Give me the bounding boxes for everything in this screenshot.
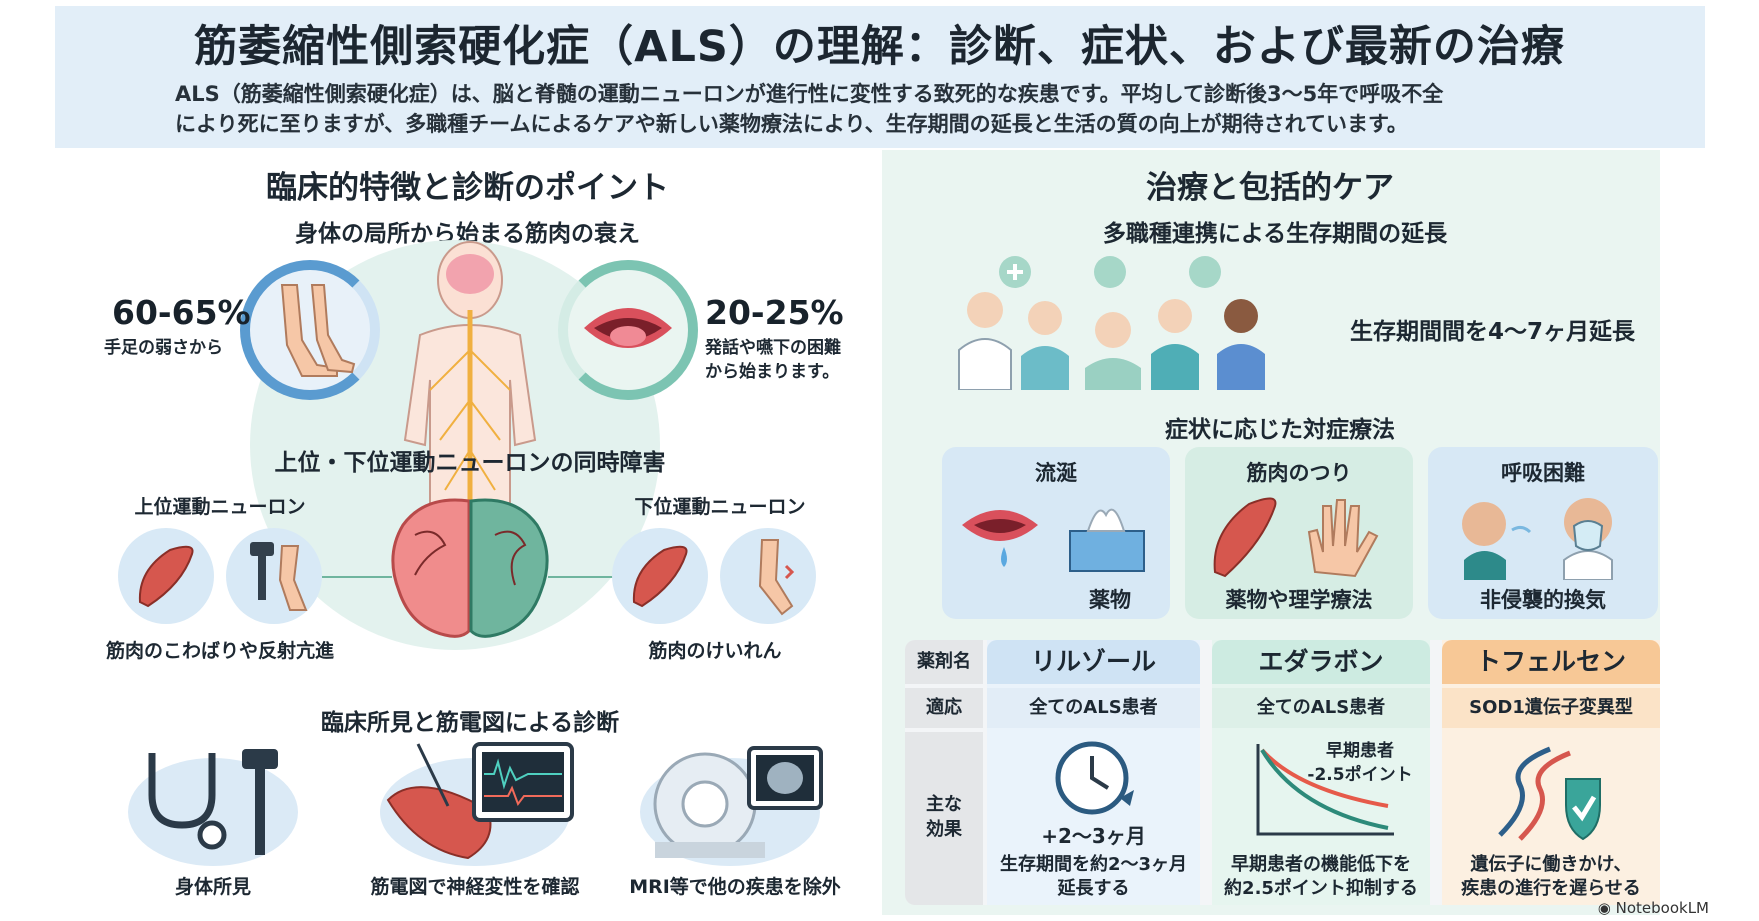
page-title: 筋萎縮性側索硬化症（ALS）の理解：診断、症状、および最新の治療: [194, 22, 1565, 72]
clock-icon: [1055, 741, 1134, 815]
team-effect: 生存期間間を4〜7ヶ月延長: [1350, 319, 1636, 345]
reflex-hammer-knee-icon: [250, 542, 308, 611]
card-breathing-title: 呼吸困難: [1501, 461, 1585, 485]
row-label-effect-2: 効果: [926, 819, 962, 840]
row-label-effect: [905, 732, 983, 905]
muscle-icon: [138, 545, 194, 608]
care-team-illustration: [958, 256, 1265, 390]
drug-effect-line2-riluzole: 延長する: [1057, 878, 1130, 899]
lower-neuron-caption: 筋肉のけいれん: [648, 640, 782, 662]
ventilation-mask-icon: [1462, 498, 1613, 580]
upper-neuron-caption: 筋肉のこわばりや反射亢進: [105, 640, 334, 662]
drug-effect-big-riluzole: +2〜3ヶ月: [1041, 824, 1146, 848]
body-nervous-system-illustration: [403, 241, 537, 530]
card-drooling-caption: 薬物: [1089, 588, 1131, 612]
drug-effect-line1-tofersen: 遺伝子に働きかけ、: [1470, 854, 1632, 875]
drug-indication-riluzole: 全てのALS患者: [987, 688, 1200, 728]
mri-scanner-icon: [653, 746, 823, 858]
right-heading: 治療と包括的ケア: [1146, 170, 1394, 206]
card-cramps-caption: 薬物や理学療法: [1225, 588, 1373, 612]
notebooklm-logo-text: NotebookLM: [1615, 899, 1709, 917]
drug-column-edaravone: [1212, 640, 1430, 905]
drug-effect-line2-edaravone: 約2.5ポイント抑制する: [1224, 878, 1418, 899]
symptomatic-heading: 症状に応じた対症療法: [1165, 417, 1395, 443]
header-banner: [55, 6, 1705, 148]
chart-label-points: -2.5ポイント: [1307, 765, 1413, 785]
team-heading: 多職種連携による生存期間の延長: [1102, 221, 1448, 247]
left-heading: 臨床的特徴と診断のポイント: [266, 170, 669, 206]
connector-left: [322, 576, 392, 578]
card-drooling-title: 流涎: [1035, 461, 1077, 485]
drug-effect-line1-edaravone: 早期患者の機能低下を: [1231, 854, 1411, 875]
stethoscope-hammer-icon: [148, 749, 278, 855]
emg-monitor-icon: [386, 742, 574, 860]
legs-icon: [280, 284, 356, 377]
upper-neuron-label: 上位運動ニューロン: [134, 496, 306, 518]
row-label-indication: 適応: [905, 688, 983, 728]
connector-right: [548, 576, 618, 578]
notebooklm-logo: ◉ NotebookLM: [1598, 899, 1709, 917]
drug-effect-line2-tofersen: 疾患の進行を遅らせる: [1461, 878, 1641, 899]
decline-chart-icon: [1256, 744, 1394, 836]
intro-line-2: により死に至りますが、多職種チームによるケアや新しい薬物療法により、生存期間の延…: [175, 112, 1408, 136]
drug-name-tofersen: トフェルセン: [1442, 640, 1660, 684]
diagnosis-item-exam: 身体所見: [174, 876, 251, 898]
row-label-effect-1: 主な: [926, 794, 962, 815]
drooling-tissue-icon: [962, 508, 1145, 572]
bulbar-onset-percent: 20-25%: [705, 293, 844, 332]
chart-label-early: 早期患者: [1326, 741, 1394, 761]
drug-effect-line1-riluzole: 生存期間を約2〜3ヶ月: [999, 854, 1188, 875]
brain-icon: [391, 498, 549, 638]
drug-name-edaravone: エダラボン: [1212, 640, 1430, 684]
limb-onset-percent: 60-65%: [112, 293, 251, 332]
row-label-name: 薬剤名: [905, 640, 983, 684]
neurons-heading: 上位・下位運動ニューロンの同時障害: [274, 450, 666, 476]
cramp-hand-icon: [1213, 497, 1379, 578]
diagnosis-heading: 臨床所見と筋電図による診断: [320, 710, 620, 736]
limb-onset-text: 手足の弱さから: [104, 338, 223, 358]
leg-cramp-icon: [758, 539, 795, 616]
notebooklm-logo-icon: ◉: [1597, 899, 1616, 917]
drug-indication-tofersen: SOD1遺伝子変異型: [1442, 688, 1660, 728]
cramp-muscle-icon: [632, 545, 688, 608]
drug-indication-edaravone: 全てのALS患者: [1212, 688, 1430, 728]
bulbar-onset-text-2: から始まります。: [705, 362, 840, 382]
dna-shield-icon: [1498, 746, 1601, 841]
bulbar-onset-text-1: 発話や嚥下の困難: [705, 338, 841, 358]
card-breathing-caption: 非侵襲的換気: [1480, 588, 1606, 612]
intro-line-1: ALS（筋萎縮性側索硬化症）は、脳と脊髄の運動ニューロンが進行性に変性する致死的…: [175, 82, 1444, 106]
lower-neuron-label: 下位運動ニューロン: [634, 496, 806, 518]
drug-column-tofersen: [1442, 640, 1660, 905]
card-cramps-title: 筋肉のつり: [1246, 461, 1352, 485]
drug-name-riluzole: リルゾール: [987, 640, 1200, 684]
diagnosis-item-mri: MRI等で他の疾患を除外: [629, 876, 841, 898]
mouth-icon: [584, 308, 672, 348]
diagnosis-item-emg: 筋電図で神経変性を確認: [370, 876, 580, 898]
